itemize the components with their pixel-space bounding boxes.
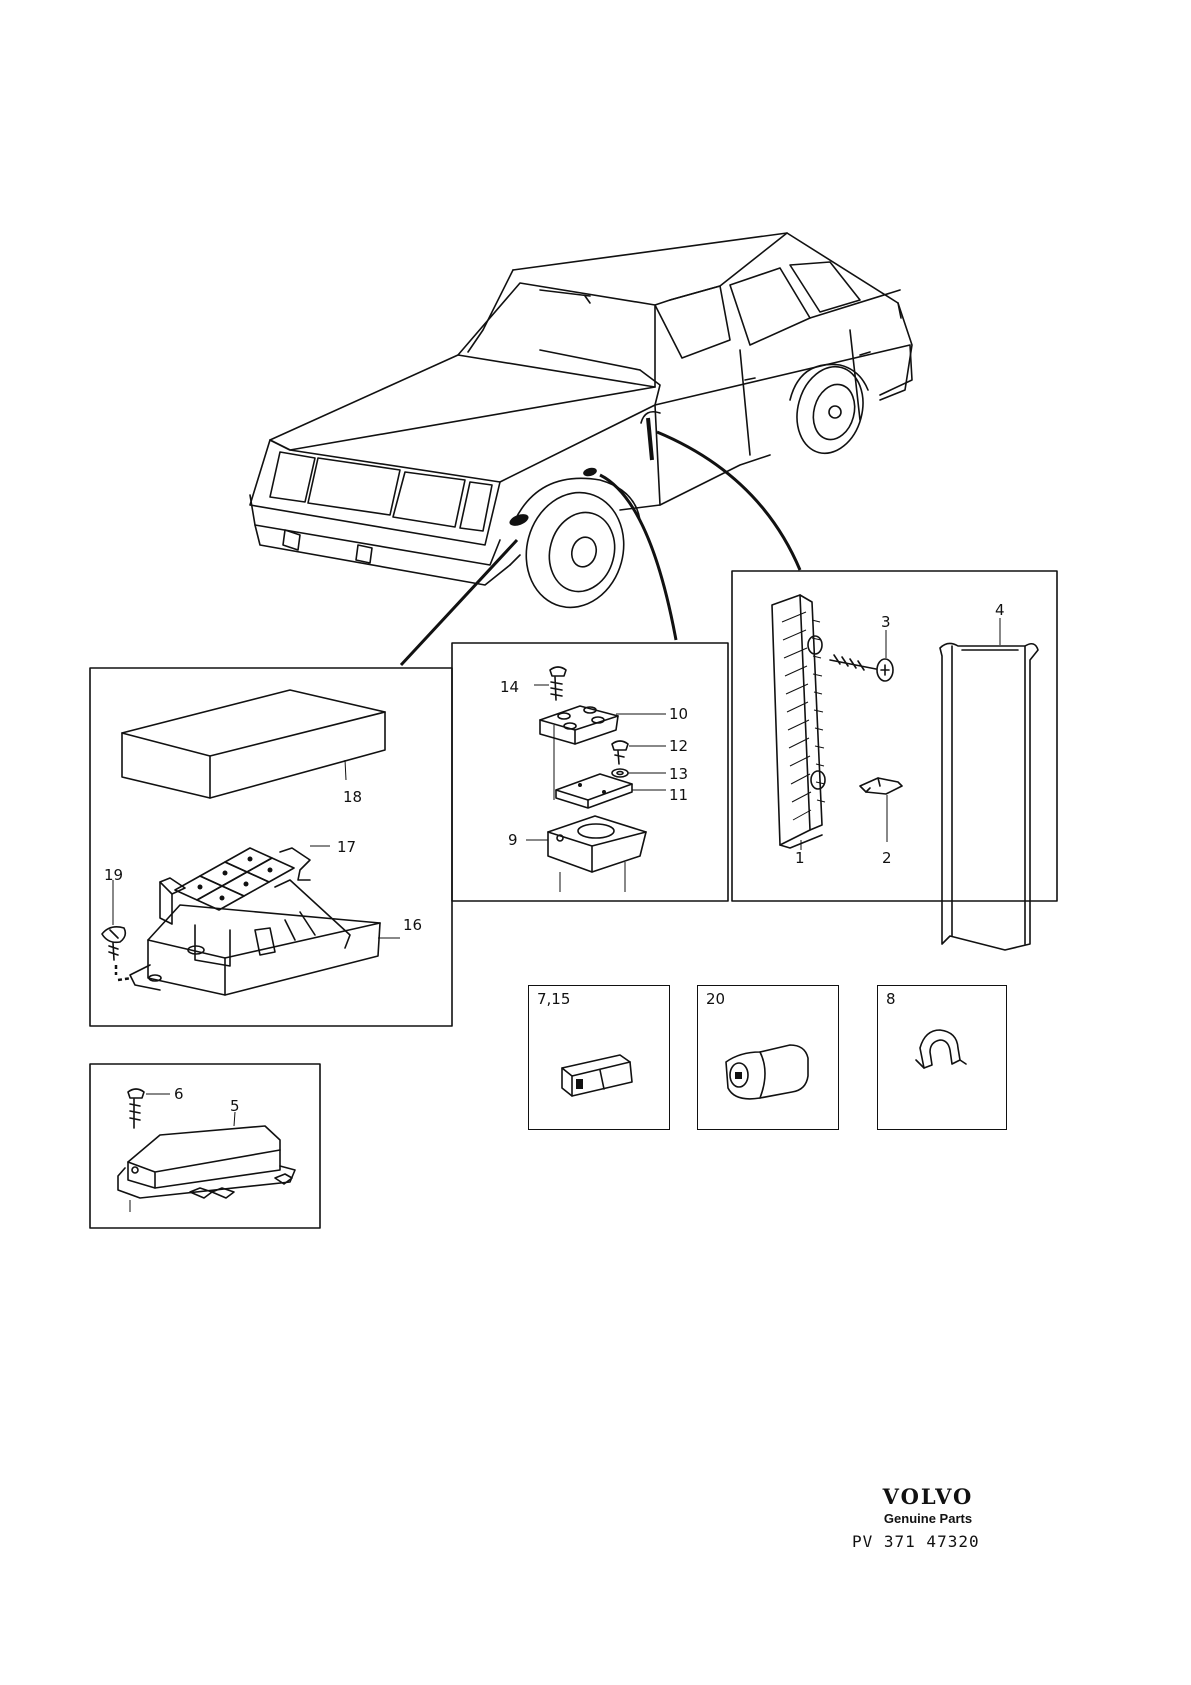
box-label-7-15: 7,15 <box>537 990 571 1008</box>
brand-block: VOLVO Genuine Parts PV 371 47320 <box>852 1484 998 1551</box>
cover-4 <box>939 618 1039 951</box>
car-illustration <box>249 232 913 667</box>
connector-20 <box>725 1044 809 1100</box>
callout-10: 10 <box>669 705 688 723</box>
panel-fuse-box <box>89 667 453 1027</box>
screw-19 <box>101 880 133 982</box>
relay-mount-parts <box>526 666 666 892</box>
callout-18: 18 <box>343 788 362 806</box>
panel-relay-mount <box>451 642 729 902</box>
part-number: PV 371 47320 <box>852 1532 980 1551</box>
callout-5: 5 <box>230 1097 240 1115</box>
panel-flasher-unit <box>89 1063 321 1229</box>
callout-19: 19 <box>104 866 123 884</box>
panel-clip-8: 8 <box>877 985 1007 1130</box>
box-label-20: 20 <box>706 990 726 1008</box>
fuse-holder-17 <box>159 845 330 925</box>
fuse-box-lid-18 <box>121 689 386 799</box>
screw-3 <box>829 630 894 682</box>
terminal-pin-2 <box>859 777 903 842</box>
callout-16: 16 <box>403 916 422 934</box>
callout-3: 3 <box>881 613 891 631</box>
flasher-unit-5 <box>117 1111 296 1212</box>
fuse-box-base-16 <box>129 879 400 996</box>
connector-7-15 <box>561 1054 633 1097</box>
callout-9: 9 <box>508 831 518 849</box>
callout-11: 11 <box>669 786 688 804</box>
terminal-strip-1 <box>771 594 826 850</box>
callout-2: 2 <box>882 849 892 867</box>
callout-12: 12 <box>669 737 688 755</box>
screw-6 <box>127 1088 170 1129</box>
callout-6: 6 <box>174 1085 184 1103</box>
callout-13: 13 <box>669 765 688 783</box>
box-label-8: 8 <box>886 990 896 1008</box>
callout-17: 17 <box>337 838 356 856</box>
panel-terminal-strip <box>731 570 1058 902</box>
genuine-parts-label: Genuine Parts <box>883 1511 973 1526</box>
clip-8 <box>915 1029 967 1069</box>
callout-4: 4 <box>995 601 1005 619</box>
panel-connector-20: 20 <box>697 985 839 1130</box>
callout-14: 14 <box>500 678 519 696</box>
callout-1: 1 <box>795 849 805 867</box>
panel-connector-7-15: 7,15 <box>528 985 670 1130</box>
volvo-logo: VOLVO <box>882 1484 974 1509</box>
